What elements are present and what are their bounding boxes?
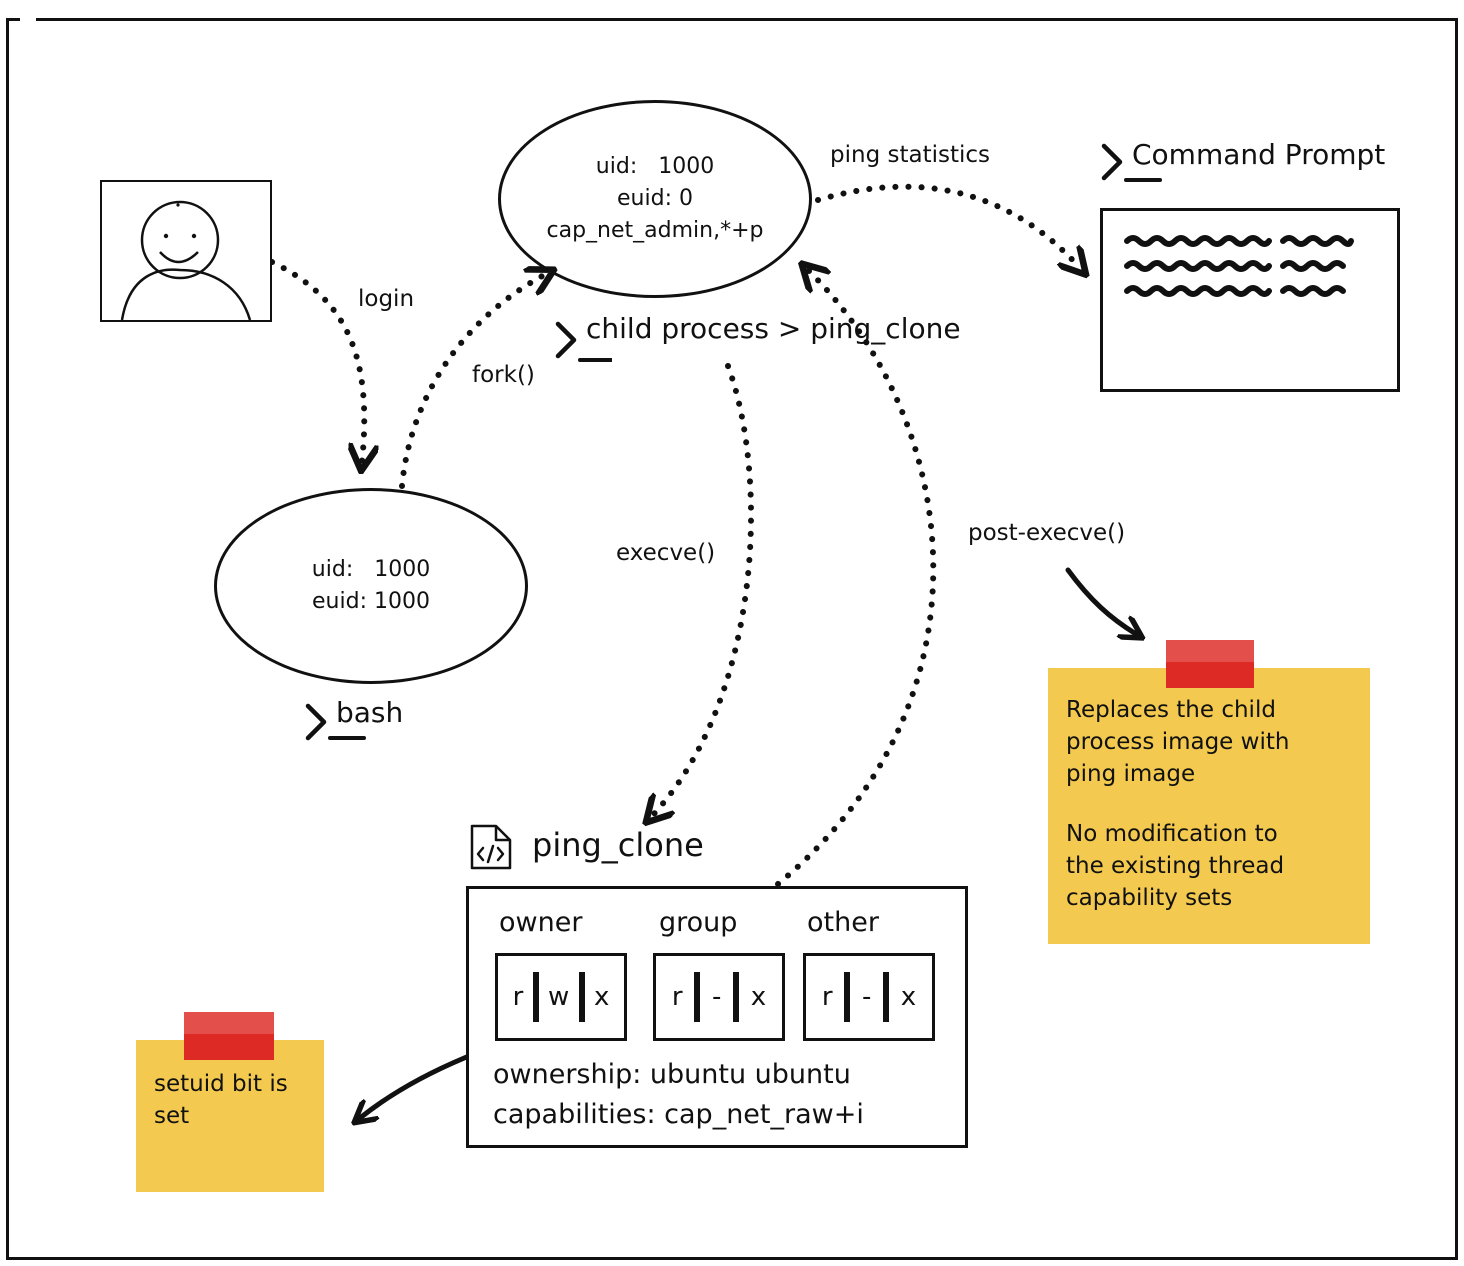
command-prompt-title: Command Prompt xyxy=(1132,138,1386,171)
execve-note-line: the existing thread xyxy=(1066,853,1285,879)
file-capabilities: capabilities: cap_net_raw+i xyxy=(493,1099,864,1130)
perm-header-group: group xyxy=(659,907,738,938)
group-perm-write: - xyxy=(711,982,722,1012)
setuid-note-tape xyxy=(184,1012,274,1060)
child-euid: euid: 0 xyxy=(617,186,693,211)
group-perm-read: r xyxy=(671,982,683,1012)
bash-node: uid: 1000 euid: 1000 xyxy=(214,488,528,684)
owner-perm-read: r xyxy=(512,982,524,1012)
setuid-note-line: setuid bit is xyxy=(154,1071,288,1097)
terminal-prompt-icon xyxy=(555,321,612,362)
diagram-frame xyxy=(6,18,1458,1260)
execve-label: execve() xyxy=(616,540,716,566)
fork-label: fork() xyxy=(472,362,535,388)
execve-note-line: ping image xyxy=(1066,761,1196,787)
post-execve-pointer-arrow xyxy=(1065,567,1136,634)
other-perm-read: r xyxy=(821,982,833,1012)
execve-note-line: capability sets xyxy=(1066,885,1233,911)
fork-arrow xyxy=(399,274,546,489)
execve-note-line: Replaces the child xyxy=(1066,697,1276,723)
group-perm-execute: x xyxy=(750,982,767,1012)
user-avatar-icon xyxy=(120,200,252,320)
child-process-title: child process > ping_clone xyxy=(586,312,961,345)
child-uid: uid: 1000 xyxy=(595,154,715,179)
command-prompt-window xyxy=(1100,208,1400,392)
child-process-node: uid: 1000 euid: 0 cap_net_admin,*+p xyxy=(498,100,812,298)
setuid-sticky-note: setuid bit is set xyxy=(136,1040,324,1192)
perm-header-other: other xyxy=(807,907,879,938)
post-execve-return-arrow xyxy=(775,270,937,887)
execve-note-tape xyxy=(1166,640,1254,688)
bash-uid: uid: 1000 xyxy=(311,557,431,582)
bash-title: bash xyxy=(336,696,404,729)
terminal-prompt-icon xyxy=(305,703,366,741)
ping-statistics-label: ping statistics xyxy=(830,142,991,168)
execve-sticky-note: Replaces the child process image with pi… xyxy=(1048,668,1370,944)
user-box xyxy=(100,180,272,322)
execve-note-line: process image with xyxy=(1066,729,1290,755)
login-label: login xyxy=(358,286,415,312)
group-permissions: r - x xyxy=(653,953,785,1041)
file-ownership: ownership: ubuntu ubuntu xyxy=(493,1059,851,1090)
execve-note-line: No modification to xyxy=(1066,821,1278,847)
terminal-prompt-icon xyxy=(1101,143,1162,182)
login-arrow xyxy=(269,259,364,462)
execve-arrow xyxy=(652,363,755,816)
file-permissions-box: owner group other r w x r - x r - x owne… xyxy=(466,886,968,1148)
other-perm-execute: x xyxy=(900,982,917,1012)
owner-perm-write: w xyxy=(548,982,570,1012)
bash-euid: euid: 1000 xyxy=(312,589,430,614)
other-permissions: r - x xyxy=(803,953,935,1041)
owner-perm-execute: x xyxy=(593,982,610,1012)
other-perm-write: - xyxy=(861,982,872,1012)
ping-statistics-arrow xyxy=(815,183,1080,268)
setuid-note-line: set xyxy=(154,1103,190,1129)
scribbled-output-lines xyxy=(1124,235,1354,297)
file-name: ping_clone xyxy=(532,826,704,864)
perm-header-owner: owner xyxy=(499,907,583,938)
owner-permissions: r w x xyxy=(495,953,627,1041)
post-execve-label: post-execve() xyxy=(968,520,1126,546)
child-caps: cap_net_admin,*+p xyxy=(546,218,764,243)
code-file-icon xyxy=(470,824,512,870)
